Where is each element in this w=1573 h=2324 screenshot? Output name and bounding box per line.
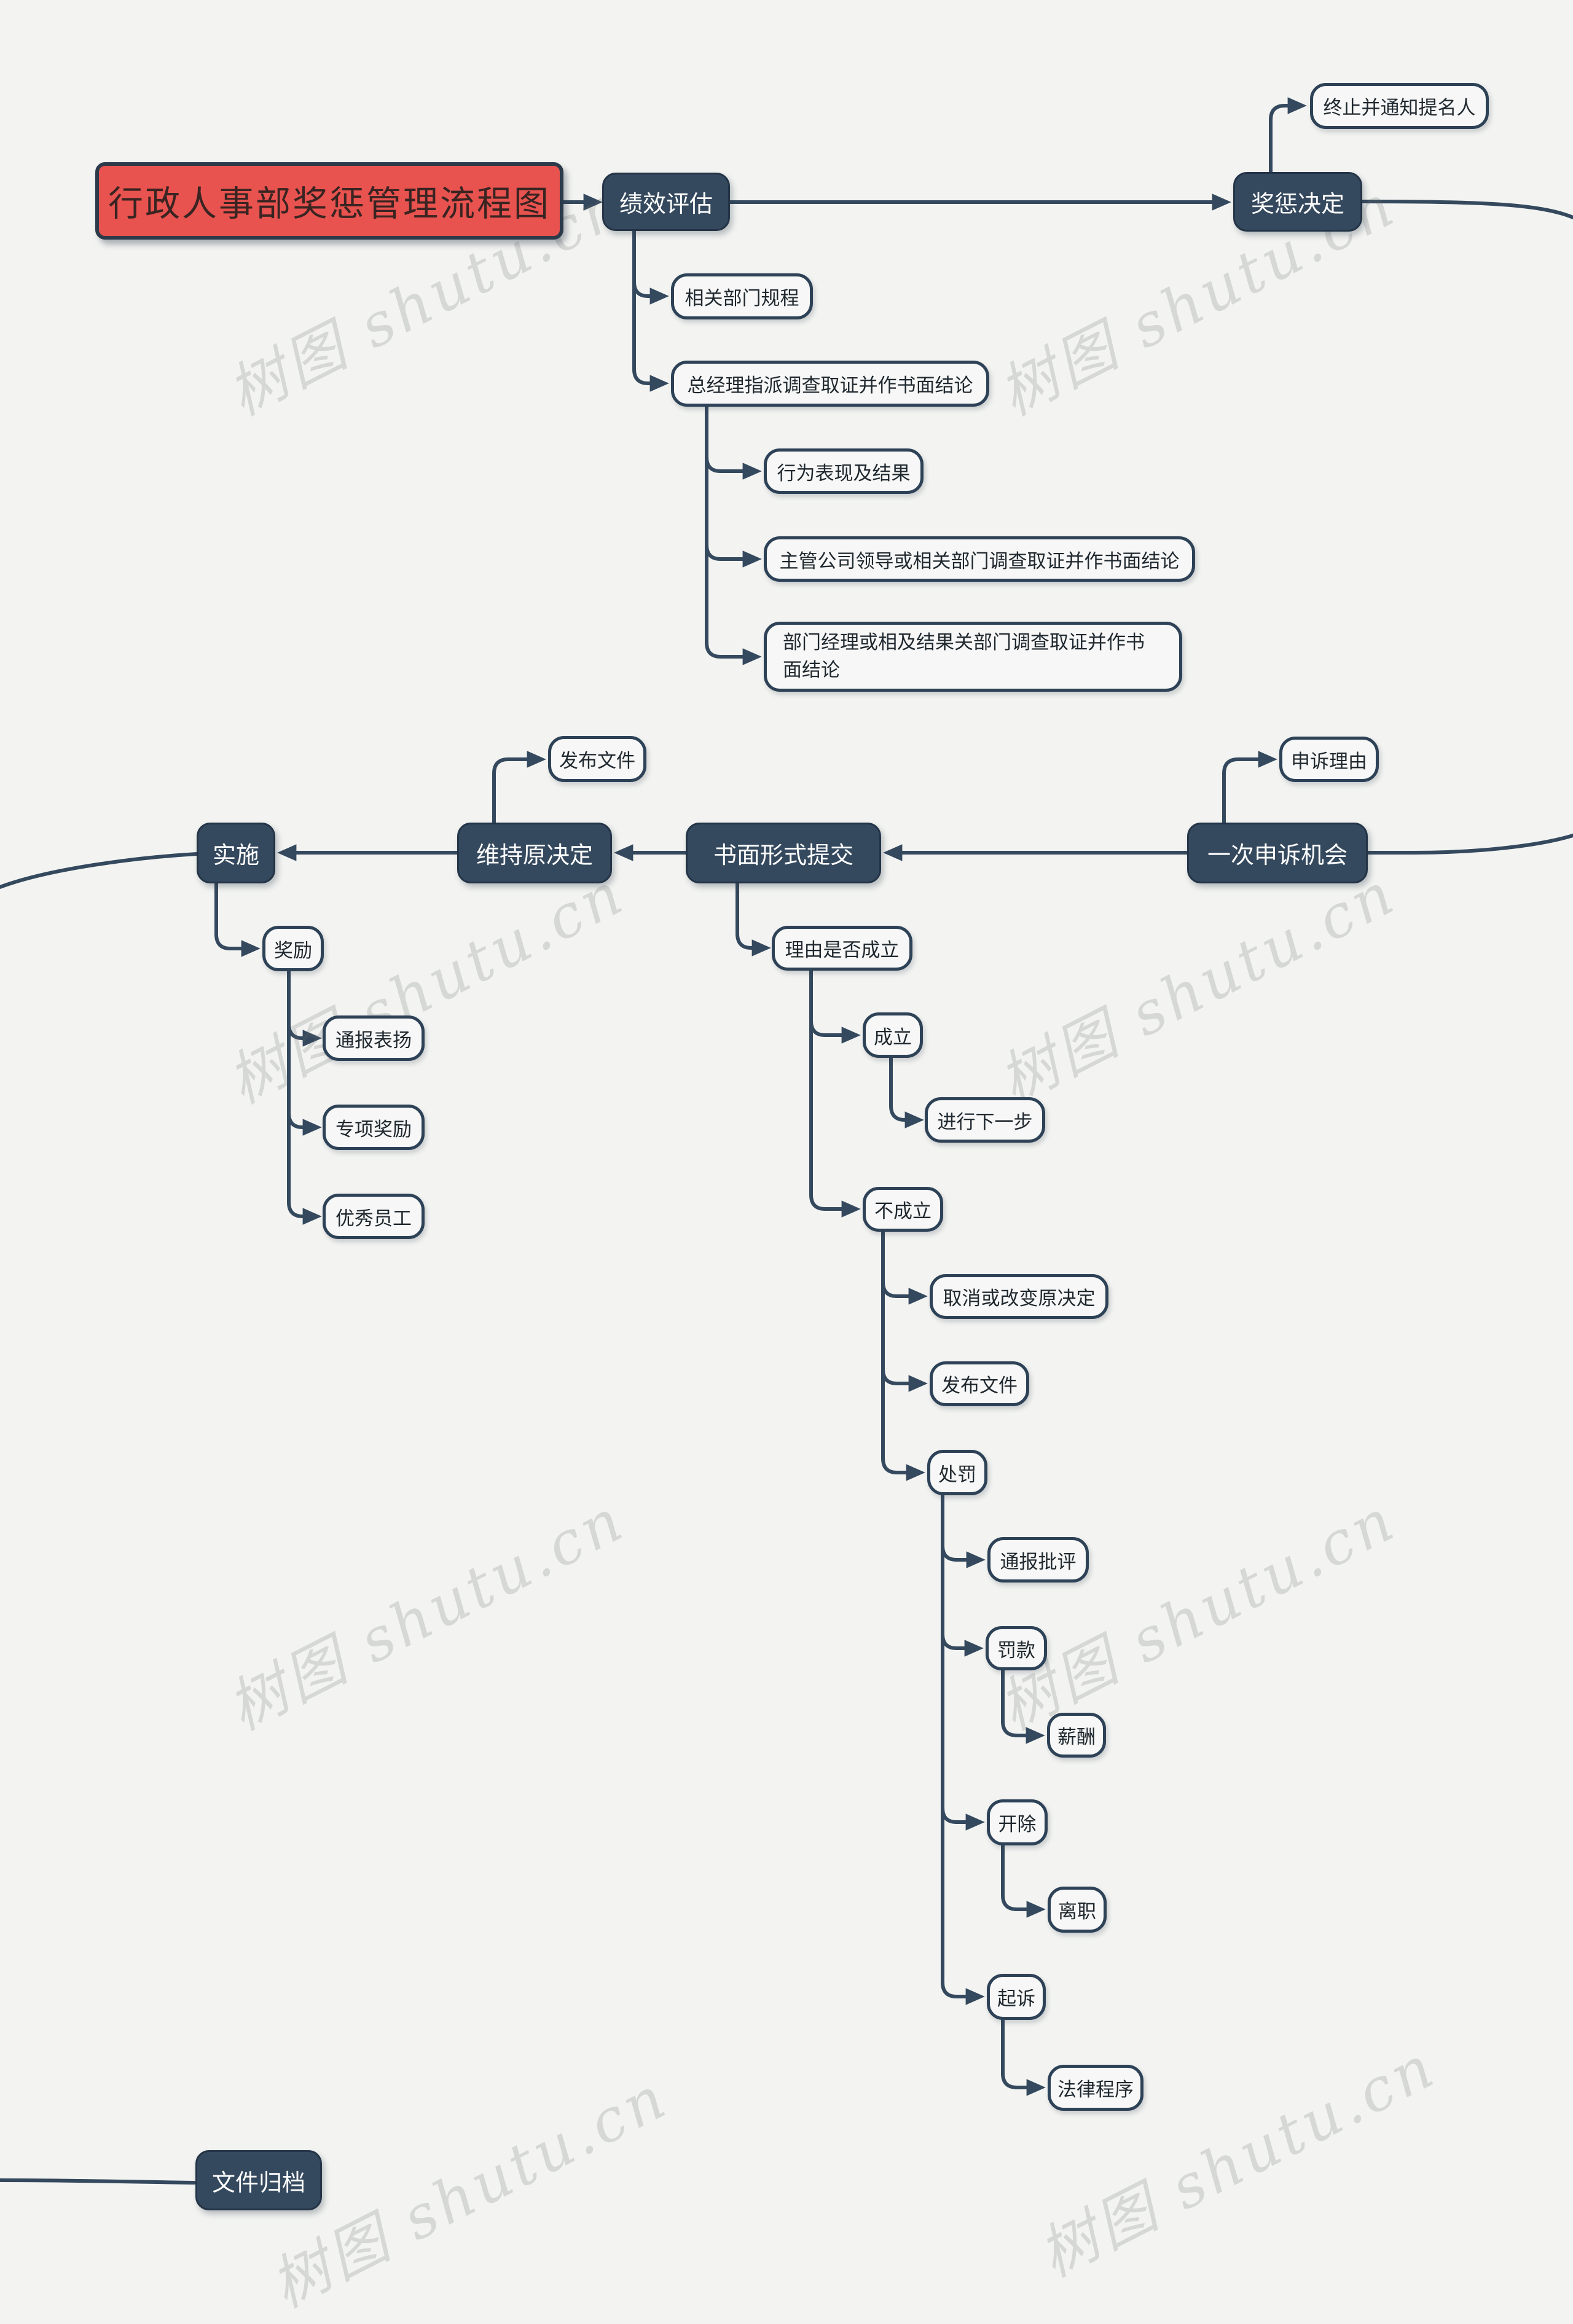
- node-terminate-notify[interactable]: 终止并通知提名人: [1310, 83, 1489, 129]
- node-performance-review[interactable]: 绩效评估: [602, 173, 730, 231]
- node-reward-decision[interactable]: 奖惩决定: [1233, 172, 1362, 232]
- node-behavior-results[interactable]: 行为表现及结果: [764, 448, 924, 494]
- node-commendation[interactable]: 通报表扬: [323, 1015, 425, 1061]
- node-criticism[interactable]: 通报批评: [987, 1537, 1089, 1583]
- node-reward[interactable]: 奖励: [262, 926, 324, 971]
- node-one-appeal[interactable]: 一次申诉机会: [1187, 823, 1368, 883]
- node-invalid[interactable]: 不成立: [863, 1187, 943, 1232]
- node-legal-procedure[interactable]: 法律程序: [1048, 2065, 1143, 2111]
- node-resignation[interactable]: 离职: [1048, 1887, 1107, 1933]
- node-dept-manager-investigate[interactable]: 部门经理或相及结果关部门调查取证并作书面结论: [764, 622, 1182, 692]
- page-title: 行政人事部奖惩管理流程图: [95, 162, 563, 240]
- node-lawsuit[interactable]: 起诉: [987, 1974, 1046, 2020]
- node-implement[interactable]: 实施: [197, 823, 275, 883]
- node-punishment[interactable]: 处罚: [927, 1450, 987, 1495]
- node-archive[interactable]: 文件归档: [195, 2150, 322, 2210]
- node-outstanding-employee[interactable]: 优秀员工: [323, 1194, 425, 1239]
- node-written-submission[interactable]: 书面形式提交: [686, 823, 881, 883]
- node-uphold-decision[interactable]: 维持原决定: [457, 823, 612, 883]
- node-valid[interactable]: 成立: [863, 1012, 923, 1058]
- node-cancel-change[interactable]: 取消或改变原决定: [930, 1274, 1108, 1319]
- node-salary[interactable]: 薪酬: [1047, 1713, 1106, 1758]
- node-next-step[interactable]: 进行下一步: [925, 1097, 1045, 1143]
- node-dept-rules[interactable]: 相关部门规程: [671, 273, 813, 319]
- node-appeal-reason[interactable]: 申诉理由: [1279, 737, 1379, 782]
- node-fine[interactable]: 罚款: [986, 1626, 1047, 1670]
- node-gm-investigate[interactable]: 总经理指派调查取证并作书面结论: [671, 361, 989, 407]
- node-reason-valid[interactable]: 理由是否成立: [772, 926, 912, 971]
- node-publish-doc-1[interactable]: 发布文件: [548, 736, 646, 782]
- node-special-reward[interactable]: 专项奖励: [323, 1105, 425, 1150]
- node-dismissal[interactable]: 开除: [987, 1799, 1048, 1845]
- node-supervisor-investigate[interactable]: 主管公司领导或相关部门调查取证并作书面结论: [764, 536, 1195, 582]
- node-publish-doc-2[interactable]: 发布文件: [930, 1361, 1029, 1406]
